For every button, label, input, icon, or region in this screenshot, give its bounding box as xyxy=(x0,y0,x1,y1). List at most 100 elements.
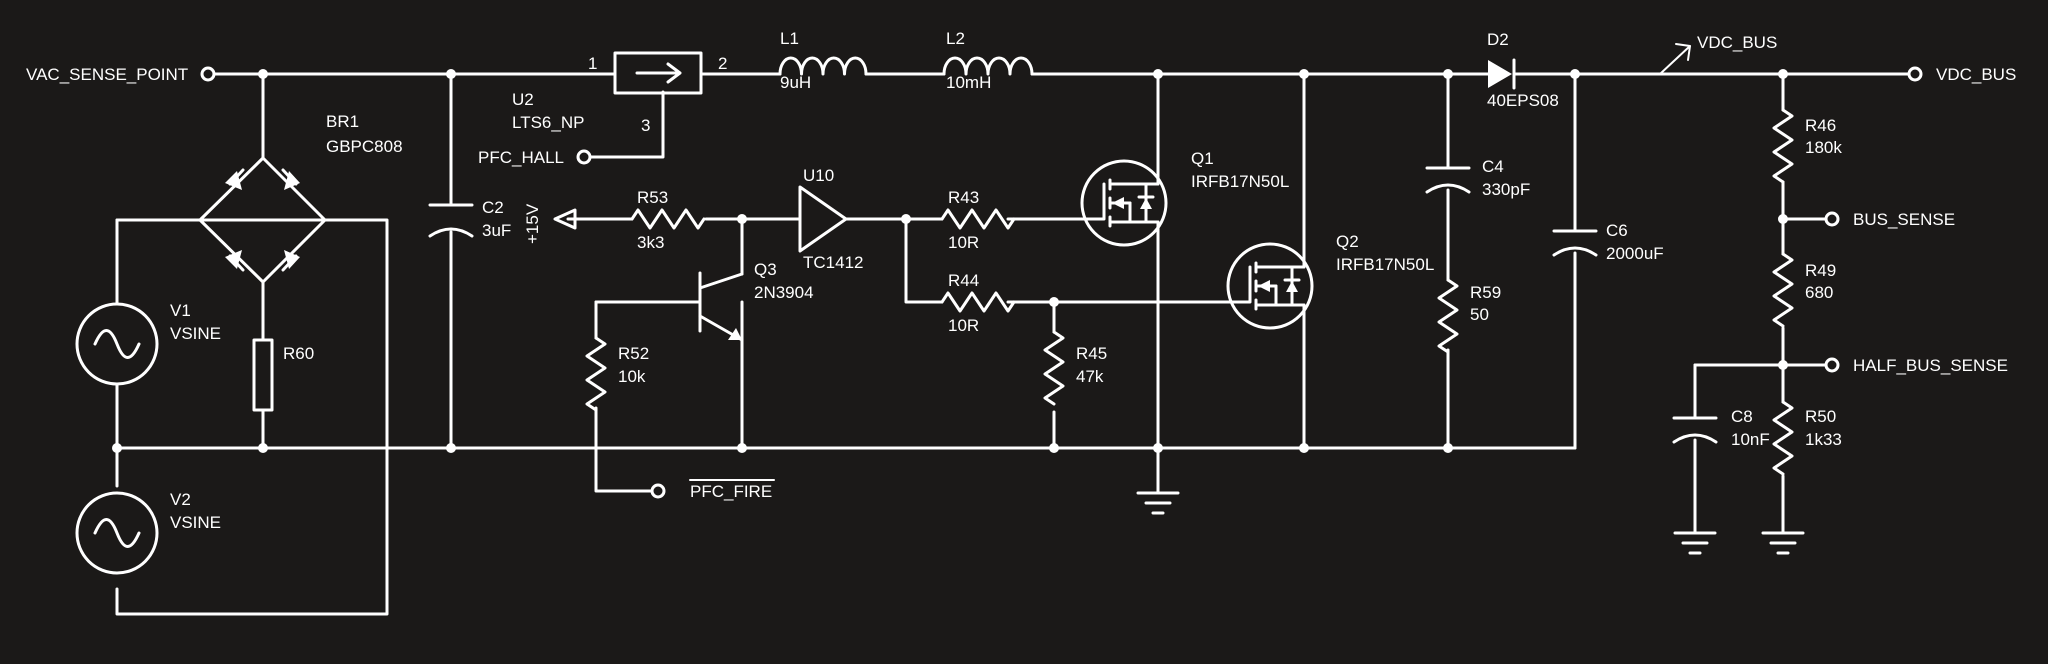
net-port-plus15v[interactable]: +15V xyxy=(523,203,577,244)
u2-value: LTS6_NP xyxy=(512,113,584,132)
d2-value: 40EPS08 xyxy=(1487,91,1559,110)
l1-value: 9uH xyxy=(780,73,811,92)
q2-value: IRFB17N50L xyxy=(1336,255,1434,274)
probe-label-vdc-bus: VDC_BUS xyxy=(1697,33,1777,52)
resistor-r49[interactable]: R49 680 xyxy=(1772,252,1836,328)
resistor-r59[interactable]: R59 50 xyxy=(1437,278,1501,354)
c2-value: 3uF xyxy=(482,221,511,240)
voltage-probe-vdc-bus[interactable]: VDC_BUS xyxy=(1659,33,1777,75)
wiring xyxy=(115,72,1910,616)
q1-value: IRFB17N50L xyxy=(1191,172,1289,191)
r49-value: 680 xyxy=(1805,283,1833,302)
net-label-vac-sense-point: VAC_SENSE_POINT xyxy=(26,65,188,84)
net-label-bus-sense: BUS_SENSE xyxy=(1853,210,1955,229)
r45-ref: R45 xyxy=(1076,344,1107,363)
r43-ref: R43 xyxy=(948,188,979,207)
net-label-pfc-fire: PFC_FIRE xyxy=(690,482,772,501)
u2-ref: U2 xyxy=(512,90,534,109)
diode-icon xyxy=(225,168,300,272)
capacitor-c6[interactable]: C6 2000uF xyxy=(1552,221,1664,263)
mosfet-q2[interactable]: Q2 IRFB17N50L xyxy=(1226,232,1434,330)
resistor-r46[interactable]: R46 180k xyxy=(1772,108,1842,184)
q3-ref: Q3 xyxy=(754,260,777,279)
diode-d2[interactable]: D2 40EPS08 xyxy=(1487,30,1559,110)
l2-ref: L2 xyxy=(946,29,965,48)
v1-ref: V1 xyxy=(170,301,191,320)
inductor-l2[interactable]: L2 10mH xyxy=(942,29,1034,92)
q1-ref: Q1 xyxy=(1191,149,1214,168)
l1-ref: L1 xyxy=(780,29,799,48)
r52-value: 10k xyxy=(618,367,646,386)
net-port-pfc-hall[interactable]: PFC_HALL xyxy=(478,148,592,167)
transistor-q3[interactable]: Q3 2N3904 xyxy=(698,260,814,450)
body-diode-icon xyxy=(1286,281,1298,292)
u2-pin2: 2 xyxy=(718,54,727,73)
ground-icon xyxy=(1136,488,1180,515)
diode-icon xyxy=(1488,60,1512,88)
r44-value: 10R xyxy=(948,316,979,335)
r45-value: 47k xyxy=(1076,367,1104,386)
v2-value: VSINE xyxy=(170,513,221,532)
resistor-r43[interactable]: R43 10R xyxy=(940,188,1016,252)
current-sensor-u2[interactable]: 1 2 3 U2 LTS6_NP xyxy=(512,51,727,135)
resistor-r60[interactable]: R60 xyxy=(252,338,314,412)
v2-ref: V2 xyxy=(170,490,191,509)
u2-pin3: 3 xyxy=(641,116,650,135)
voltage-source-v2[interactable]: V2 VSINE xyxy=(75,490,221,575)
r46-value: 180k xyxy=(1805,138,1842,157)
arrow-right-icon xyxy=(635,62,682,84)
c8-value: 10nF xyxy=(1731,430,1770,449)
r60-ref: R60 xyxy=(283,344,314,363)
net-label-half-bus-sense: HALF_BUS_SENSE xyxy=(1853,356,2008,375)
r49-ref: R49 xyxy=(1805,261,1836,280)
mosfet-q1[interactable]: Q1 IRFB17N50L xyxy=(1080,149,1289,247)
net-port-vac-sense-point[interactable]: VAC_SENSE_POINT xyxy=(26,65,216,84)
q2-ref: Q2 xyxy=(1336,232,1359,251)
d2-ref: D2 xyxy=(1487,30,1509,49)
net-port-half-bus-sense[interactable]: HALF_BUS_SENSE xyxy=(1824,356,2008,375)
r43-value: 10R xyxy=(948,233,979,252)
u10-ref: U10 xyxy=(803,166,834,185)
r53-ref: R53 xyxy=(637,188,668,207)
capacitor-c2[interactable]: C2 3uF xyxy=(428,198,511,240)
l2-value: 10mH xyxy=(946,73,991,92)
resistor-r53[interactable]: R53 3k3 xyxy=(630,188,706,252)
ground-icon xyxy=(1761,526,1805,555)
br1-value: GBPC808 xyxy=(326,137,403,156)
c6-ref: C6 xyxy=(1606,221,1628,240)
net-port-pfc-fire[interactable]: PFC_FIRE xyxy=(650,479,775,501)
r53-value: 3k3 xyxy=(637,233,664,252)
net-label-pfc-hall: PFC_HALL xyxy=(478,148,564,167)
r50-ref: R50 xyxy=(1805,407,1836,426)
resistor-r50[interactable]: R50 1k33 xyxy=(1772,400,1842,476)
r52-ref: R52 xyxy=(618,344,649,363)
resistor-r45[interactable]: R45 47k xyxy=(1043,330,1107,406)
v1-value: VSINE xyxy=(170,324,221,343)
br1-ref: BR1 xyxy=(326,112,359,131)
r46-ref: R46 xyxy=(1805,116,1836,135)
junctions xyxy=(112,69,1788,453)
sine-icon xyxy=(93,518,141,548)
capacitor-c4[interactable]: C4 330pF xyxy=(1425,157,1530,199)
u10-value: TC1412 xyxy=(803,253,863,272)
net-port-vdc-bus[interactable]: VDC_BUS xyxy=(1907,65,2016,84)
r59-ref: R59 xyxy=(1470,283,1501,302)
c4-ref: C4 xyxy=(1482,157,1504,176)
inductor-l1[interactable]: L1 9uH xyxy=(778,29,868,92)
sine-icon xyxy=(93,329,141,359)
net-label-plus15v: +15V xyxy=(523,203,542,244)
capacitor-c8[interactable]: C8 10nF xyxy=(1672,407,1770,449)
voltage-source-v1[interactable]: V1 VSINE xyxy=(75,301,221,386)
u2-pin1: 1 xyxy=(588,54,597,73)
resistor-r44[interactable]: R44 10R xyxy=(940,271,1016,335)
r59-value: 50 xyxy=(1470,305,1489,324)
bridge-rectifier-br1[interactable]: BR1 GBPC808 xyxy=(198,112,403,284)
c6-value: 2000uF xyxy=(1606,244,1664,263)
net-port-bus-sense[interactable]: BUS_SENSE xyxy=(1824,210,1955,229)
ground-icon xyxy=(1673,526,1717,555)
c2-ref: C2 xyxy=(482,198,504,217)
resistor-r52[interactable]: R52 10k xyxy=(585,336,649,412)
gate-driver-u10[interactable]: U10 TC1412 xyxy=(798,166,863,272)
net-label-vdc-bus: VDC_BUS xyxy=(1936,65,2016,84)
